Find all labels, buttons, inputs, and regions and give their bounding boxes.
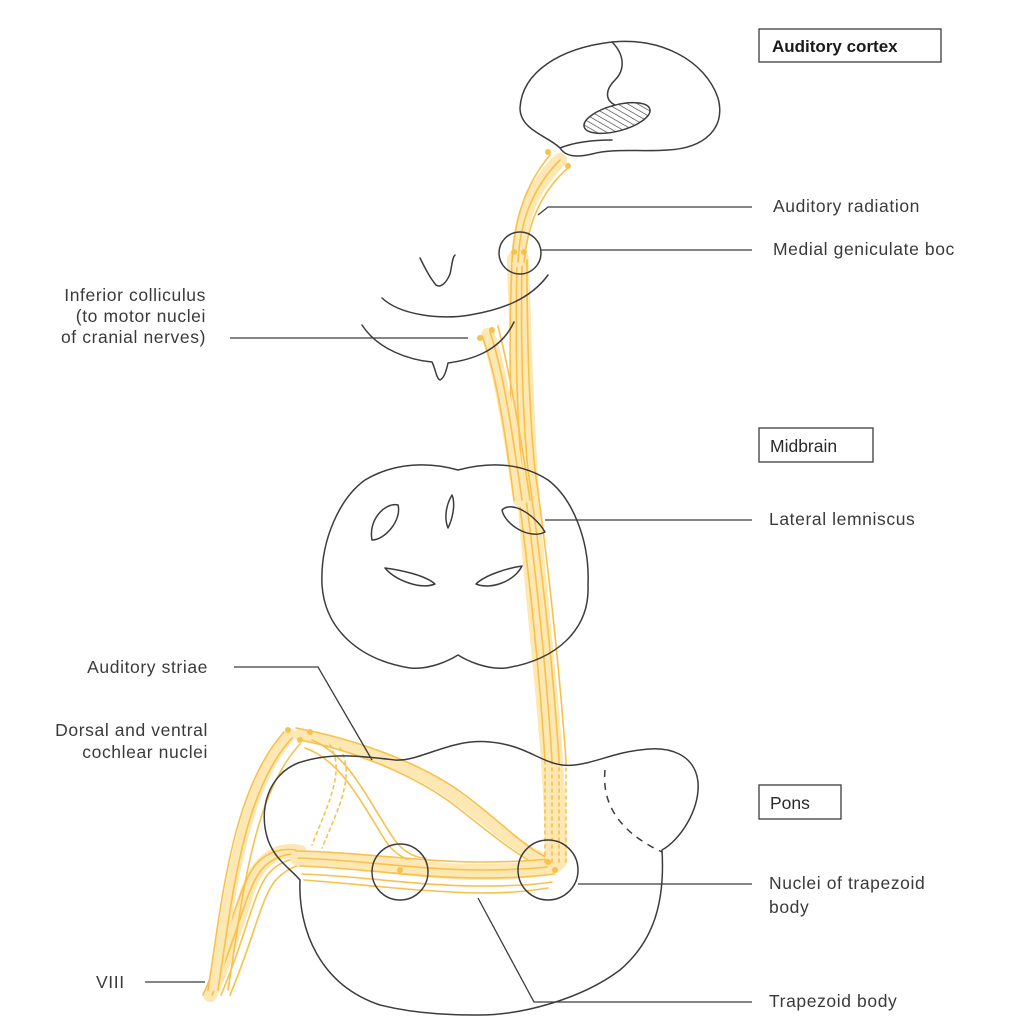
lateral-lemniscus-fibers [482,260,566,862]
auditory-striae-fibers [296,728,548,866]
auditory-radiation-fibers [512,155,570,262]
label-auditory-striae: Auditory striae [87,657,208,677]
label-midbrain: Midbrain [759,428,873,462]
label-medial-geniculate: Medial geniculate boc [773,239,955,259]
label-pons: Pons [759,785,841,819]
svg-text:Auditory cortex: Auditory cortex [772,37,898,56]
label-cochlear-nuclei-2: cochlear nuclei [82,742,208,762]
label-cochlear-nuclei-1: Dorsal and ventral [55,720,208,740]
label-auditory-cortex: Auditory cortex [759,29,941,62]
auditory-pathway-tracts [203,149,571,995]
label-nerve-viii: VIII [96,972,125,992]
label-trapezoid-nuclei-2: body [769,897,809,917]
label-inferior-colliculus-note-1: (to motor nuclei [76,306,206,326]
auditory-cortex-area [581,97,653,140]
label-auditory-radiation: Auditory radiation [773,196,920,216]
svg-text:Pons: Pons [770,793,810,813]
label-inferior-colliculus-note-2: of cranial nerves) [61,327,206,347]
label-lateral-lemniscus: Lateral lemniscus [769,509,915,529]
svg-text:Midbrain: Midbrain [770,436,837,456]
cerebral-hemisphere [520,41,720,156]
label-trapezoid-nuclei-1: Nuclei of trapezoid [769,873,925,893]
label-trapezoid-body: Trapezoid body [769,991,897,1011]
label-inferior-colliculus: Inferior colliculus [64,285,206,305]
